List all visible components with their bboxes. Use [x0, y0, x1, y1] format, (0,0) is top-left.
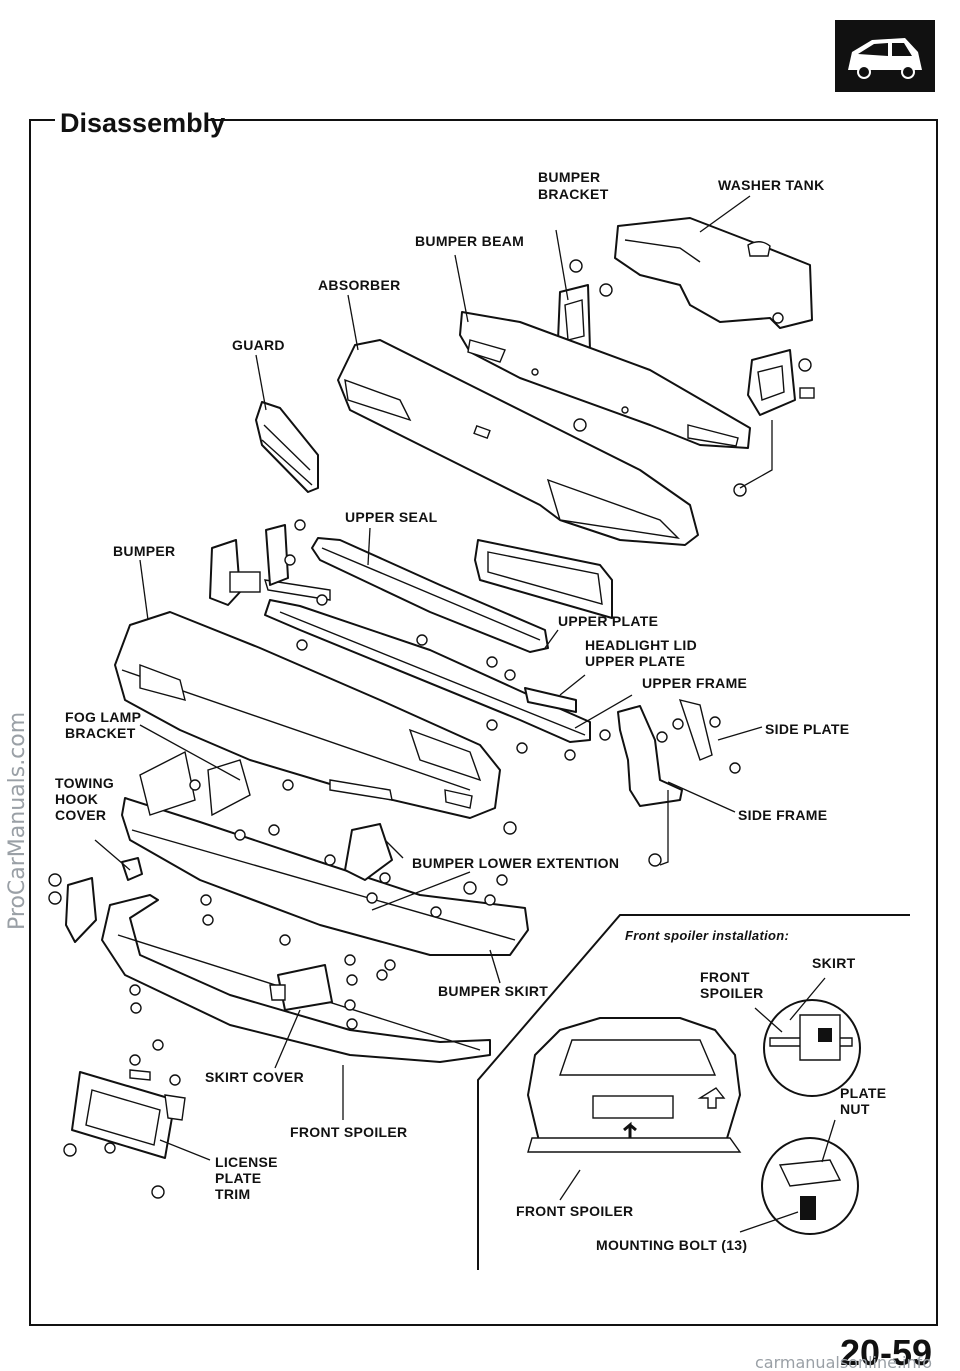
left-side-brackets: [209, 524, 289, 606]
callout-labels: BUMPER BRACKET WASHER TANK BUMPER BEAM A…: [55, 169, 849, 1202]
label-bumper-bracket-1: BUMPER: [538, 169, 600, 185]
label-absorber: ABSORBER: [318, 277, 401, 293]
label-bumper-bracket-2: BRACKET: [538, 186, 609, 202]
label-bumper-lower-extension: BUMPER LOWER EXTENTION: [412, 855, 619, 871]
label-towing-2: HOOK: [55, 791, 98, 807]
watermark-bottom: carmanualsonline.info: [755, 1353, 932, 1371]
car-body-icon: [835, 20, 935, 92]
label-upper-frame: UPPER FRAME: [642, 675, 747, 691]
label-upper-seal: UPPER SEAL: [345, 509, 438, 525]
side-frame: [617, 699, 741, 807]
inset-title: Front spoiler installation:: [625, 928, 789, 943]
label-bumper: BUMPER: [113, 543, 175, 559]
bumper-bracket-right: [747, 349, 815, 416]
label-bumper-skirt: BUMPER SKIRT: [438, 983, 548, 999]
bumper-skirt: [121, 750, 529, 956]
headlight-trim: [474, 539, 613, 619]
label-headlight-lid-1: HEADLIGHT LID: [585, 637, 697, 653]
label-front-spoiler: FRONT SPOILER: [290, 1124, 407, 1140]
page-frame: [29, 119, 938, 1326]
guard: [255, 401, 319, 493]
inset-label-plate-nut-1: PLATE: [840, 1085, 886, 1101]
label-guard: GUARD: [232, 337, 285, 353]
label-license-2: PLATE: [215, 1170, 261, 1186]
label-headlight-lid-2: UPPER PLATE: [585, 653, 685, 669]
bumper: [114, 611, 501, 819]
label-side-frame: SIDE FRAME: [738, 807, 827, 823]
inset-label-skirt: SKIRT: [812, 955, 856, 971]
label-license-3: TRIM: [215, 1186, 250, 1202]
label-fog-lamp-1: FOG LAMP: [65, 709, 141, 725]
upper-plate: [264, 579, 591, 743]
license-plate-trim: [71, 1069, 186, 1159]
inset-label-plate-nut-2: NUT: [840, 1101, 870, 1117]
page-number: 20-59: [840, 1332, 932, 1371]
absorber: [337, 339, 699, 546]
label-side-plate: SIDE PLATE: [765, 721, 849, 737]
inset-label-front-spoiler-1: FRONT: [700, 969, 750, 985]
skirt-cover: [269, 964, 333, 1011]
label-washer-tank: WASHER TANK: [718, 177, 824, 193]
label-skirt-cover: SKIRT COVER: [205, 1069, 304, 1085]
upper-seal: [311, 537, 549, 653]
label-towing-3: COVER: [55, 807, 106, 823]
washer-tank: [614, 217, 813, 329]
bumper-beam: [459, 311, 751, 449]
inset-labels: Front spoiler installation: SKIRT FRONT …: [516, 928, 886, 1253]
label-fog-lamp-2: BRACKET: [65, 725, 136, 741]
inset-label-mounting-bolt: MOUNTING BOLT (13): [596, 1237, 747, 1253]
inset-label-front-spoiler: FRONT SPOILER: [516, 1203, 633, 1219]
leader-lines: [94, 195, 773, 1161]
label-towing-1: TOWING: [55, 775, 114, 791]
watermark-side: ProCarManuals.com: [5, 712, 30, 930]
page-title: Disassembly: [60, 108, 225, 138]
inset-panel: [477, 914, 910, 1270]
fasteners: [48, 312, 784, 1199]
headlight-lid-upper-plate: [524, 687, 577, 713]
inset-label-front-spoiler-2: SPOILER: [700, 985, 764, 1001]
bumper-lower-extension: [344, 823, 393, 881]
label-bumper-beam: BUMPER BEAM: [415, 233, 524, 249]
towing-hook-cover: [65, 857, 143, 943]
label-upper-plate: UPPER PLATE: [558, 613, 658, 629]
label-license-1: LICENSE: [215, 1154, 278, 1170]
